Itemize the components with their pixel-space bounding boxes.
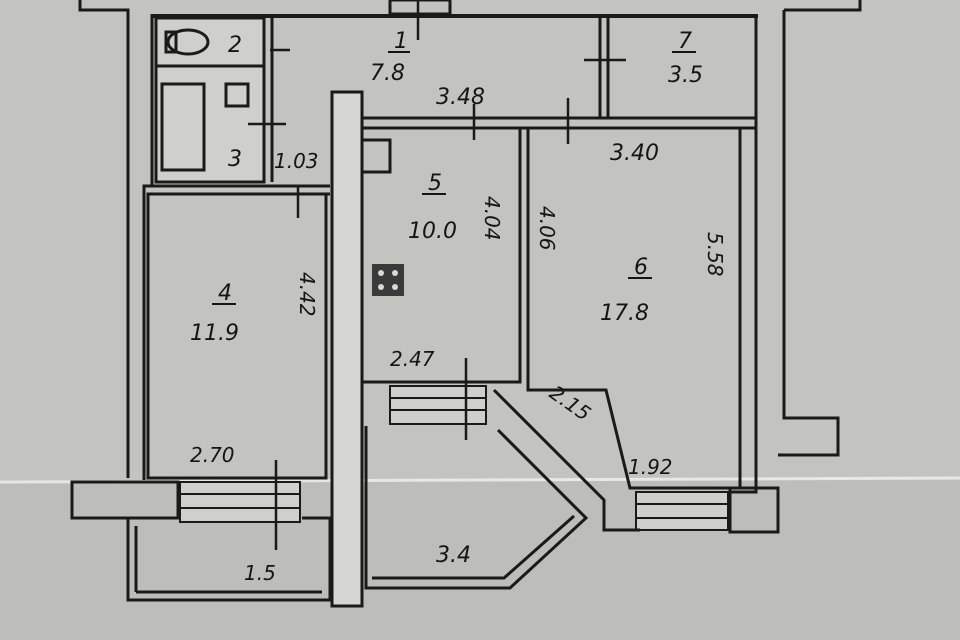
room6-depth-right: 5.58 xyxy=(703,232,727,277)
room1-number: 1 xyxy=(394,29,408,54)
room6-number: 6 xyxy=(634,255,648,280)
windows xyxy=(179,385,729,531)
door-marks xyxy=(248,0,626,550)
balcony-wall-left xyxy=(70,480,180,520)
hall-width: 1.03 xyxy=(274,149,319,173)
left-loggia xyxy=(126,516,332,602)
room7-area: 3.5 xyxy=(668,63,703,88)
room2-number: 2 xyxy=(228,33,242,58)
right-wall xyxy=(730,14,758,494)
room4-width: 2.70 xyxy=(190,443,235,467)
room6-outline xyxy=(526,128,742,490)
room-labels: 2 3 1 7.8 7 3.5 5 10.0 6 17.8 4 11.9 xyxy=(190,29,703,346)
dimension-labels: 3.48 3.40 1.03 2.47 1.92 2.70 1.5 3.4 4.… xyxy=(190,85,727,585)
room7-number: 7 xyxy=(678,29,692,54)
balcony-left-size: 1.5 xyxy=(244,561,276,585)
room4-window xyxy=(179,481,301,523)
kitchen-outline xyxy=(360,126,522,384)
right-outer-wall-top xyxy=(784,0,862,12)
corridor-length: 3.48 xyxy=(436,85,485,110)
room6-bottom: 1.92 xyxy=(628,455,673,479)
room6-area: 17.8 xyxy=(600,301,649,326)
room6-width: 3.40 xyxy=(610,141,659,166)
room6-depth-left: 4.06 xyxy=(535,206,559,251)
toilet-tank xyxy=(164,30,178,54)
corner-pier xyxy=(728,486,780,534)
room5-area: 10.0 xyxy=(408,219,457,244)
room4-depth: 4.42 xyxy=(295,272,319,317)
toilet-bowl xyxy=(166,28,210,56)
bathroom-area xyxy=(156,18,264,182)
right-loggia-inner xyxy=(372,514,575,580)
apartment-walls xyxy=(142,14,758,608)
room6-window xyxy=(635,491,729,531)
stove-icon xyxy=(372,264,404,296)
stove-burners xyxy=(378,270,398,290)
right-loggia xyxy=(364,426,589,590)
exterior-walls xyxy=(78,0,862,478)
balcony-right-size: 3.4 xyxy=(436,543,471,568)
bevel-wall xyxy=(492,388,640,532)
left-wall xyxy=(142,14,154,480)
central-column xyxy=(330,90,364,608)
room5-depth: 4.04 xyxy=(480,196,504,241)
kitchen-window xyxy=(389,385,487,425)
room1-area: 7.8 xyxy=(370,61,405,86)
room4-outline xyxy=(146,192,328,480)
room4-area: 11.9 xyxy=(190,321,239,346)
bathtub xyxy=(160,82,206,172)
room5-number: 5 xyxy=(428,171,442,196)
room4-number: 4 xyxy=(218,281,232,306)
balconies xyxy=(70,388,780,602)
left-outer-wall xyxy=(78,0,130,478)
room3-number: 3 xyxy=(228,147,242,172)
sink xyxy=(224,82,250,108)
right-outer-wall xyxy=(778,10,840,457)
top-wall xyxy=(152,14,758,18)
room5-width: 2.47 xyxy=(390,347,435,371)
